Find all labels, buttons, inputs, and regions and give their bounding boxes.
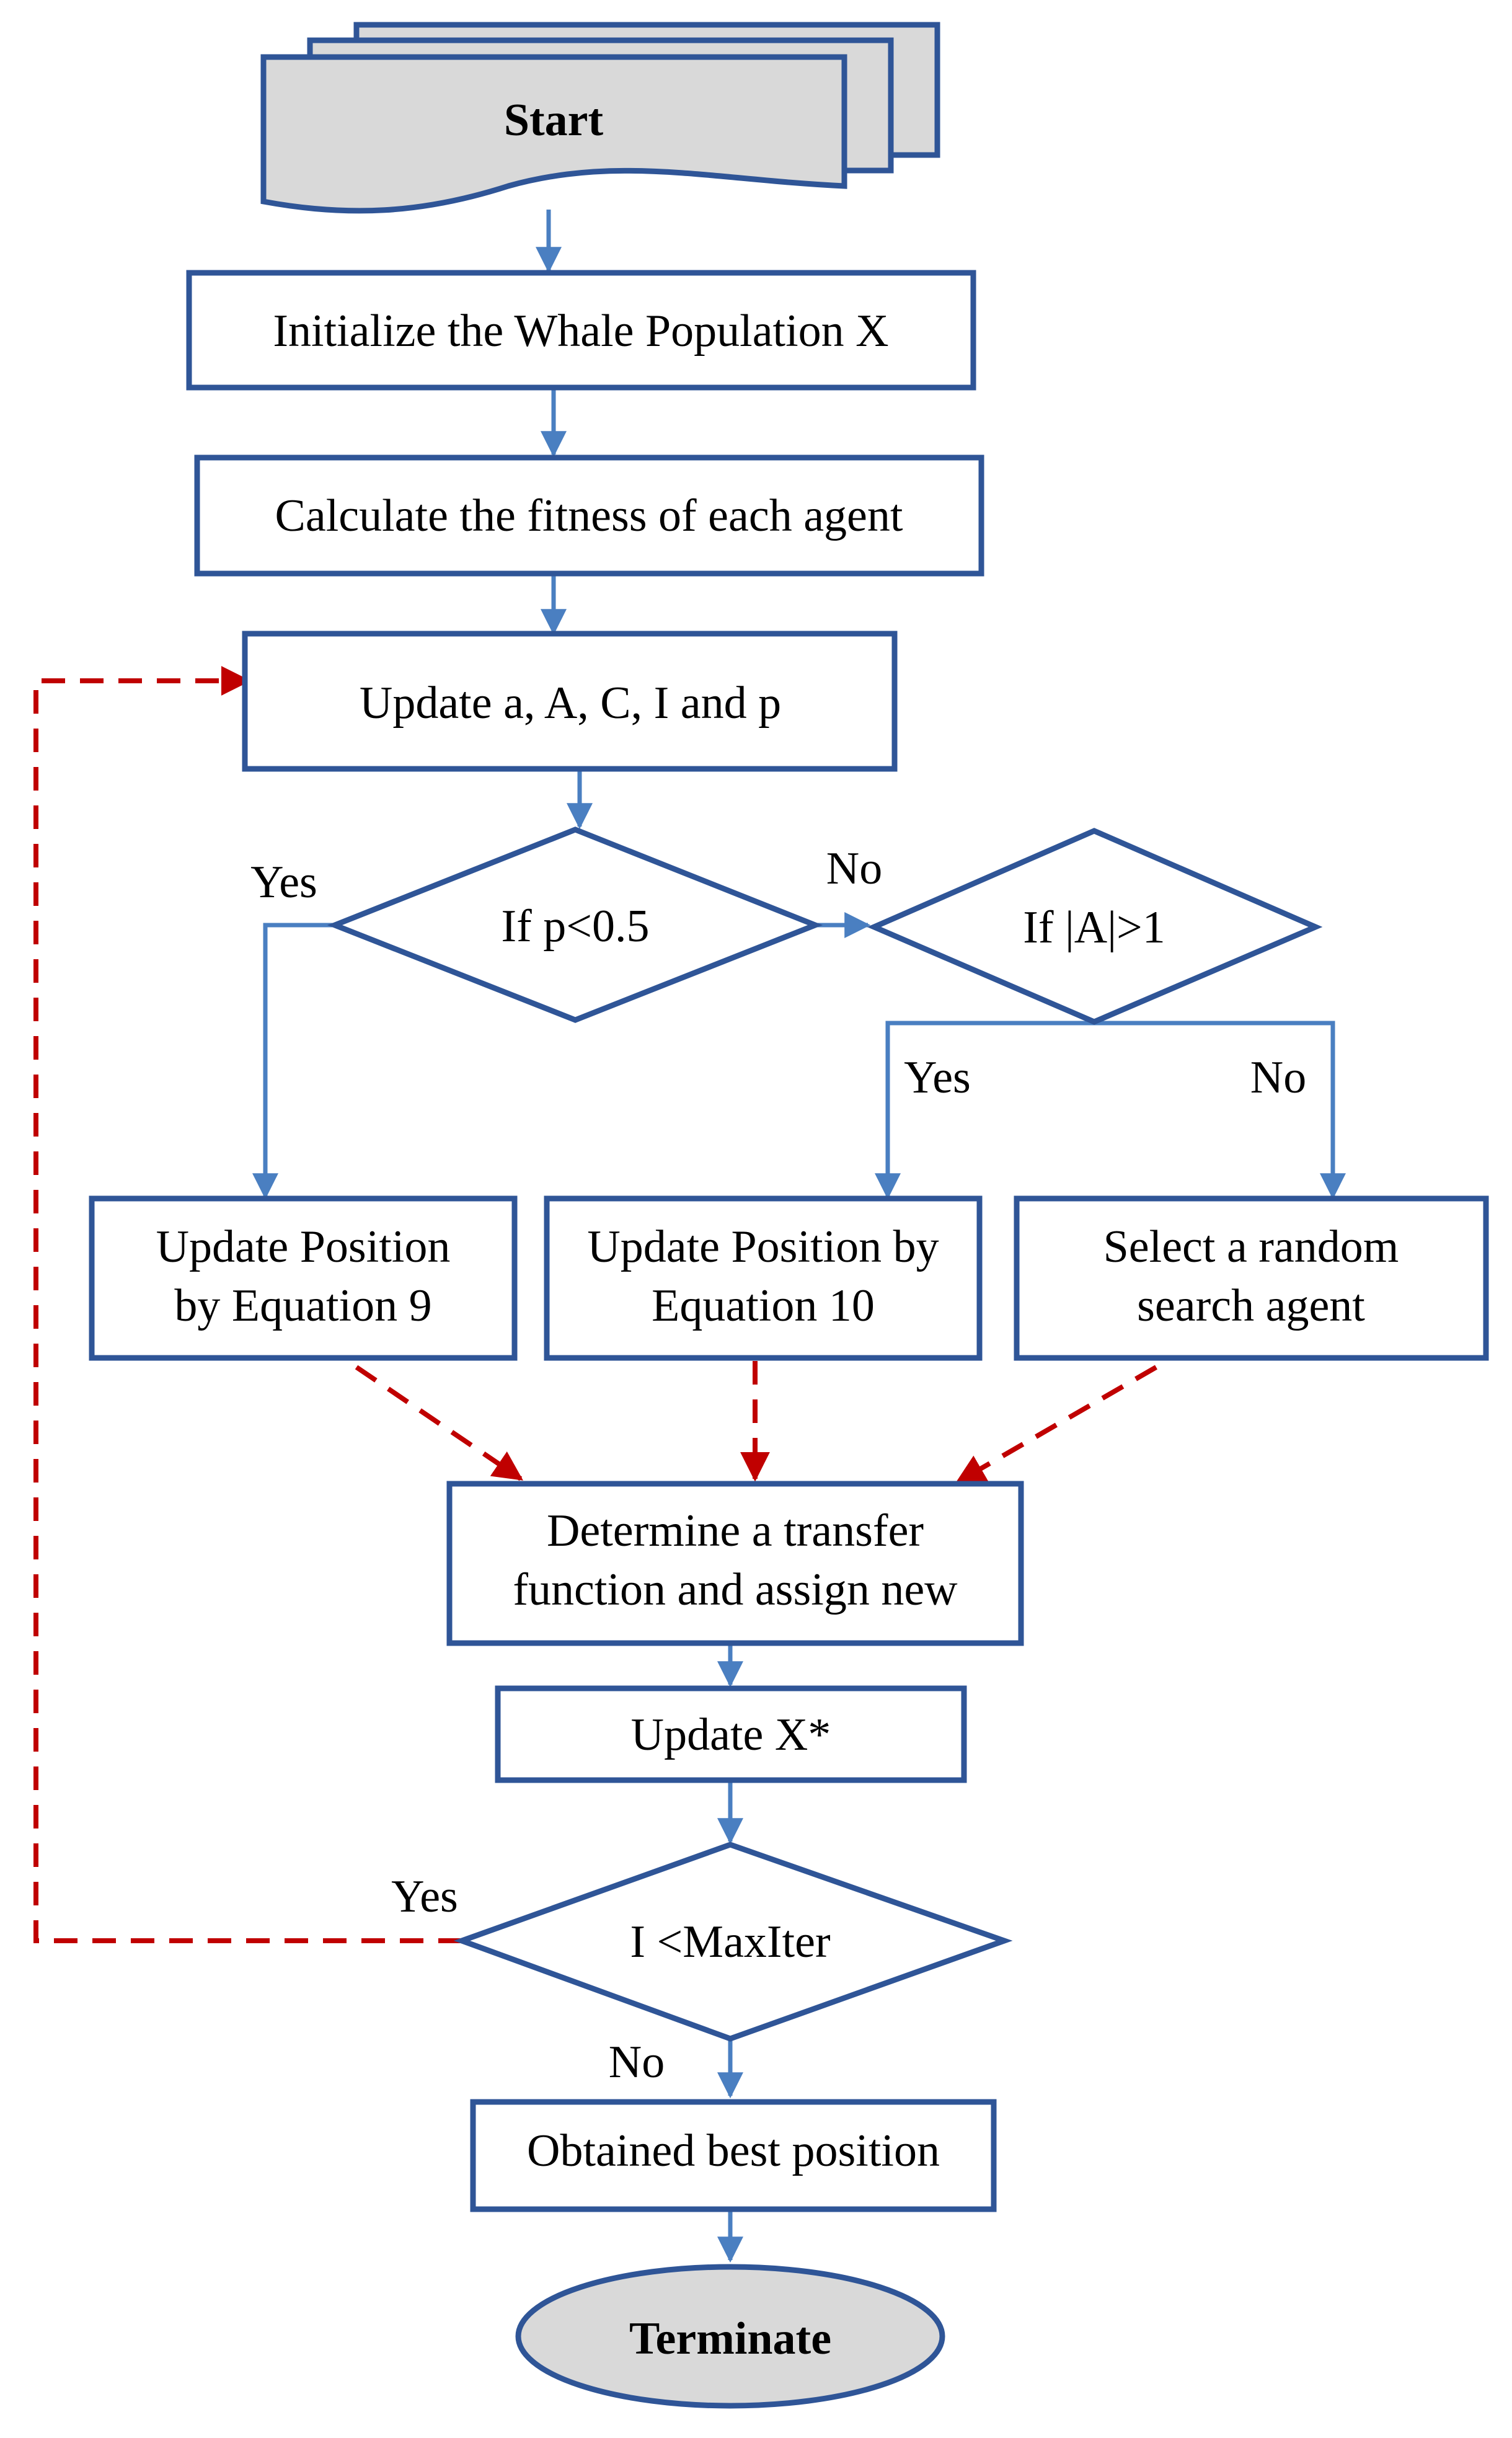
p-no-label: No [826,843,882,894]
update-params-box: Update a, A, C, I and p [242,631,898,772]
dashed-eq9-to-transfer [355,1365,523,1481]
decision-a: If |A|>1 [867,828,1323,1025]
start-label: Start [504,95,604,146]
decision-p: If p<0.5 [327,827,823,1023]
update-x-label: Update X* [631,1709,831,1760]
eq10-line-2: Equation 10 [652,1280,875,1331]
p-yes-label: Yes [250,857,317,908]
solid-connectors [252,210,1346,2263]
dashed-random-to-transfer [955,1365,1158,1484]
dashed-connectors [33,666,1158,1943]
fitness-box: Calculate the fitness of each agent [194,454,984,577]
eq9-line-1: Update Position [156,1221,451,1272]
random-line-2: search agent [1137,1280,1365,1331]
terminate-label: Terminate [629,2313,831,2364]
arrow-a-yes-to-eq10 [875,1021,1094,1200]
decision-iter: I <MaxIter [453,1842,1013,2042]
decision-iter-label: I <MaxIter [630,1917,830,1967]
transfer-box: Determine a transfer function and assign… [446,1481,1024,1646]
fitness-label: Calculate the fitness of each agent [275,490,903,541]
a-yes-label: Yes [904,1052,971,1103]
iter-no-label: No [609,2037,665,2088]
dashed-iter-yes-loop [33,666,462,1943]
init-box: Initialize the Whale Population X [186,270,976,391]
update-params-label: Update a, A, C, I and p [360,678,781,729]
init-label: Initialize the Whale Population X [273,306,888,357]
eq9-box: Update Position by Equation 9 [89,1195,518,1361]
eq10-box: Update Position by Equation 10 [544,1195,983,1361]
a-no-label: No [1250,1052,1306,1103]
update-x-box: Update X* [495,1685,967,1783]
arrow-a-no-to-random [1094,1021,1346,1200]
transfer-line-1: Determine a transfer [547,1505,924,1556]
start-node: Start [260,22,940,214]
transfer-line-2: function and assign new [513,1564,958,1615]
best-label: Obtained best position [527,2125,940,2176]
best-box: Obtained best position [470,2099,997,2212]
terminate-node: Terminate [515,2264,945,2409]
eq10-line-1: Update Position by [587,1221,939,1272]
arrow-p-yes-to-eq9 [252,923,335,1200]
decision-a-label: If |A|>1 [1023,902,1165,953]
random-line-1: Select a random [1103,1221,1399,1272]
random-box: Select a random search agent [1014,1195,1489,1361]
eq9-line-2: by Equation 9 [174,1280,431,1331]
decision-p-label: If p<0.5 [501,901,649,952]
iter-yes-label: Yes [391,1871,458,1922]
